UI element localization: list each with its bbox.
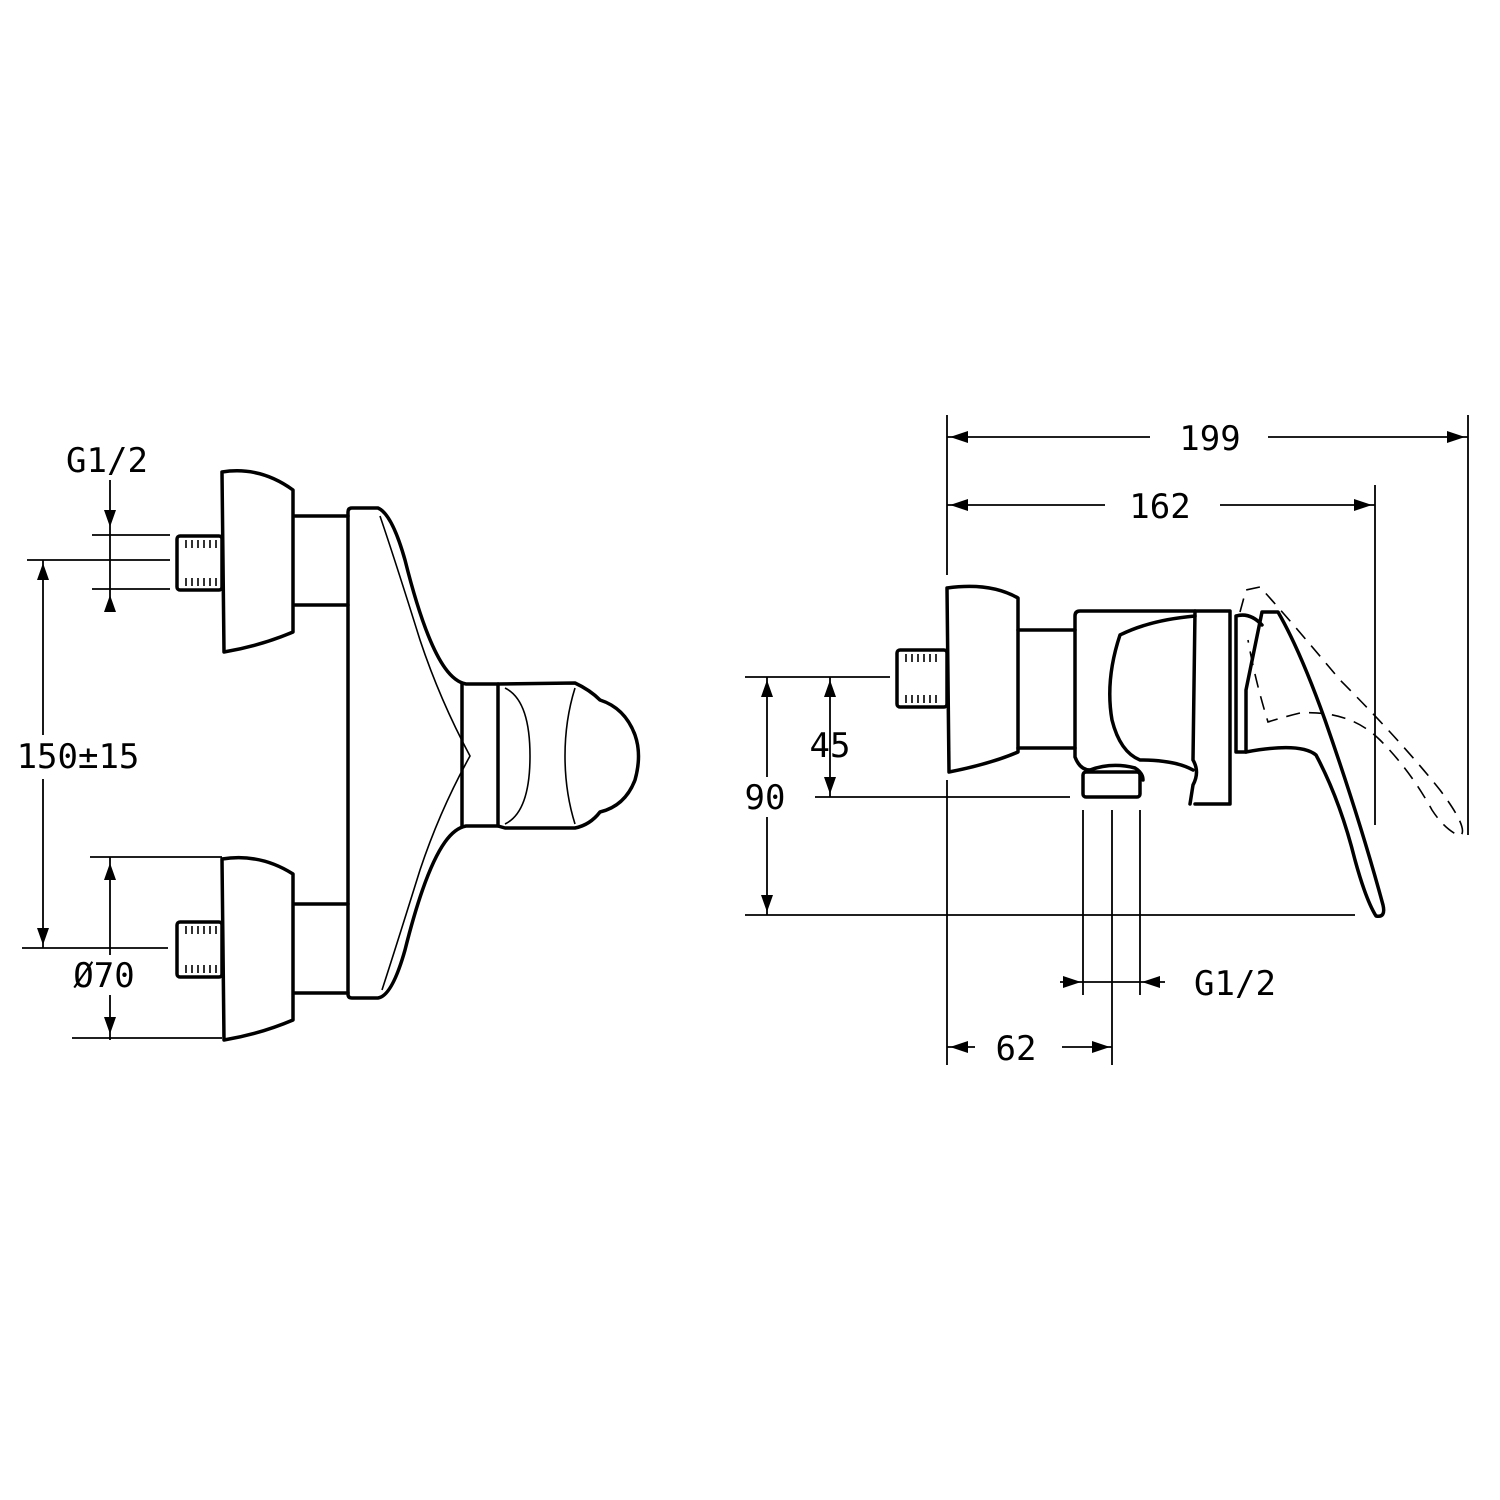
height-90-label: 90 (745, 778, 786, 818)
top-escutcheon (220, 469, 295, 654)
bottom-inlet-nipple (175, 920, 224, 979)
top-inlet-nipple (175, 534, 224, 592)
mixer-body (346, 506, 500, 1000)
side-body (1073, 609, 1232, 806)
outlet-thread-label: G1/2 (1194, 964, 1276, 1004)
front-view (175, 469, 641, 1042)
side-escutcheon (945, 584, 1020, 774)
control-knob (496, 681, 641, 830)
side-view-dimensions: 199 162 90 45 G1/2 62 (738, 415, 1469, 1069)
inlet-spacing-label: 150±15 (17, 737, 140, 777)
side-outlet (1081, 770, 1142, 799)
outlet-offset-62-label: 62 (996, 1029, 1037, 1069)
depth-162-label: 162 (1129, 487, 1190, 527)
front-view-dimensions: G1/2 150±15 Ø70 (10, 441, 222, 1040)
side-inlet-nipple (895, 648, 949, 709)
side-view (895, 584, 1464, 919)
top-connector (293, 514, 350, 607)
escutcheon-diameter-label: Ø70 (73, 956, 134, 996)
height-45-label: 45 (810, 726, 851, 766)
lever-handle (1244, 610, 1386, 919)
lever-open-position (1239, 586, 1464, 837)
inlet-thread-label: G1/2 (66, 441, 148, 481)
depth-199-label: 199 (1179, 419, 1240, 459)
bottom-escutcheon (220, 855, 295, 1042)
